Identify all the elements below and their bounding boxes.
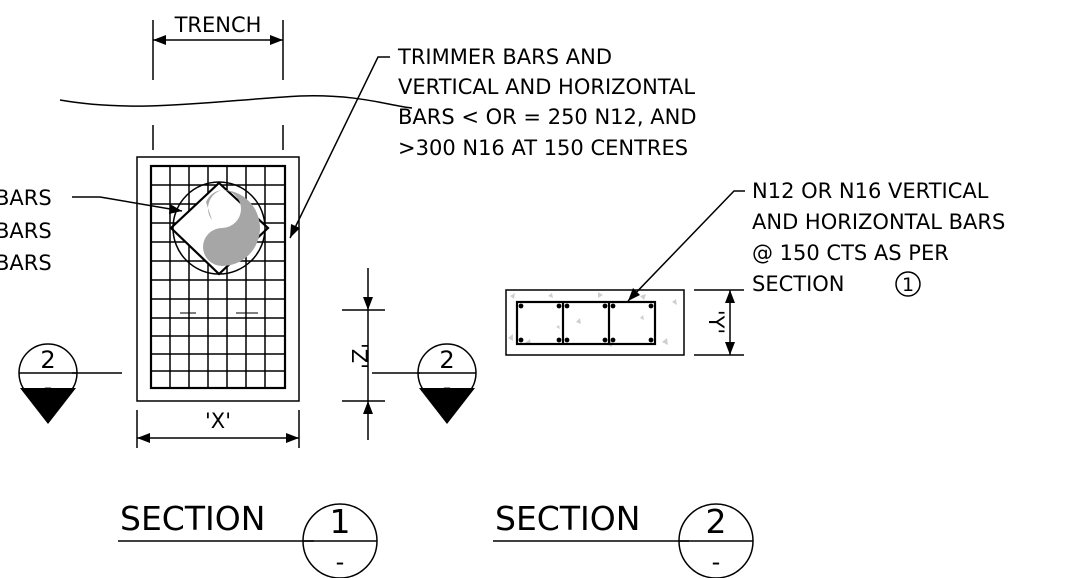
section2-note-line-4: SECTION xyxy=(752,272,845,296)
section-2-sheet: - xyxy=(712,548,721,576)
section2-note-line-1: N12 OR N16 VERTICAL xyxy=(752,179,989,203)
trimmer-note-line-3: BARS < OR = 250 N12, AND xyxy=(398,105,697,129)
z-dimension: 'Z' xyxy=(342,268,385,440)
section2-note-line-3: @ 150 CTS AS PER xyxy=(752,241,949,265)
left-note-line-1: BARS xyxy=(0,186,52,210)
trench-dimension: TRENCH xyxy=(152,13,284,150)
section-marker-right: 2 - xyxy=(372,343,477,424)
logo-mark xyxy=(203,190,260,266)
section-1-sheet: - xyxy=(336,548,345,576)
marker-right-number: 2 xyxy=(439,346,454,374)
x-dimension: 'X' xyxy=(136,409,300,448)
section-ref-number: 1 xyxy=(902,274,914,296)
trimmer-note-line-2: VERTICAL AND HORIZONTAL xyxy=(398,75,695,99)
marker-left-sheet: - xyxy=(44,373,53,401)
marker-right-sheet: - xyxy=(443,373,452,401)
section-1-word: SECTION xyxy=(120,499,265,538)
section-1-title: SECTION 1 - xyxy=(118,499,378,578)
left-note-line-2: BARS xyxy=(0,219,52,243)
section-2-word: SECTION xyxy=(495,499,640,538)
trimmer-note-line-1: TRIMMER BARS AND xyxy=(397,45,612,69)
left-note-line-3: BARS xyxy=(0,251,52,275)
section1-wall xyxy=(136,156,300,402)
dim-x-label: 'X' xyxy=(205,409,231,433)
dim-y-label: 'Y' xyxy=(704,310,728,334)
section-2-number: 2 xyxy=(706,502,727,541)
section-2-title: SECTION 2 - xyxy=(493,499,754,578)
marker-left-number: 2 xyxy=(40,346,55,374)
trench-label: TRENCH xyxy=(174,13,262,37)
ground-line xyxy=(59,95,413,109)
section2-plan xyxy=(505,289,685,356)
trimmer-note-line-4: >300 N16 AT 150 CENTRES xyxy=(398,136,688,160)
section2-note-line-2: AND HORIZONTAL BARS xyxy=(752,210,1005,234)
section2-note: N12 OR N16 VERTICAL AND HORIZONTAL BARS … xyxy=(627,179,1005,302)
dim-z-label: 'Z' xyxy=(347,343,371,369)
y-dimension: 'Y' xyxy=(694,289,744,356)
section-marker-left: 2 - xyxy=(18,343,122,424)
left-note: BARS BARS BARS xyxy=(0,186,183,275)
section-1-number: 1 xyxy=(330,502,351,541)
trimmer-note: TRIMMER BARS AND VERTICAL AND HORIZONTAL… xyxy=(289,45,697,239)
